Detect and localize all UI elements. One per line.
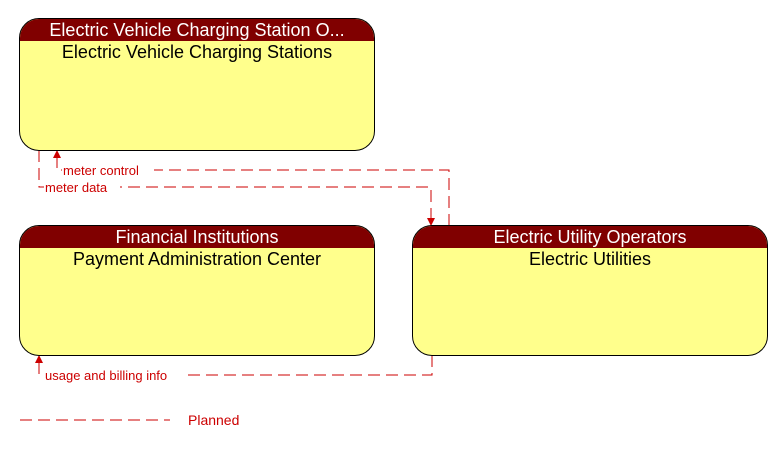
usage-billing-line	[38, 355, 433, 376]
meter-control-line	[56, 156, 450, 226]
financial-node: Financial Institutions Payment Administr…	[19, 225, 375, 356]
meter-data-label: meter data	[45, 180, 108, 195]
financial-body: Payment Administration Center	[72, 249, 322, 269]
financial-header: Financial Institutions	[20, 226, 374, 248]
utility-body: Electric Utilities	[528, 249, 652, 269]
utility-header: Electric Utility Operators	[413, 226, 767, 248]
ev-charging-body: Electric Vehicle Charging Stations	[61, 42, 333, 62]
ev-charging-header: Electric Vehicle Charging Station O...	[20, 19, 374, 41]
meter-data-arrowhead	[427, 218, 435, 226]
meter-data-line	[38, 150, 432, 220]
usage-billing-label: usage and billing info	[45, 368, 167, 383]
meter-control-label: meter control	[63, 163, 139, 178]
meter-control-arrowhead	[53, 150, 61, 158]
ev-charging-node: Electric Vehicle Charging Station O... E…	[19, 18, 375, 151]
usage-billing-arrowhead	[35, 355, 43, 363]
legend-planned-label: Planned	[188, 412, 239, 428]
utility-node: Electric Utility Operators Electric Util…	[412, 225, 768, 356]
